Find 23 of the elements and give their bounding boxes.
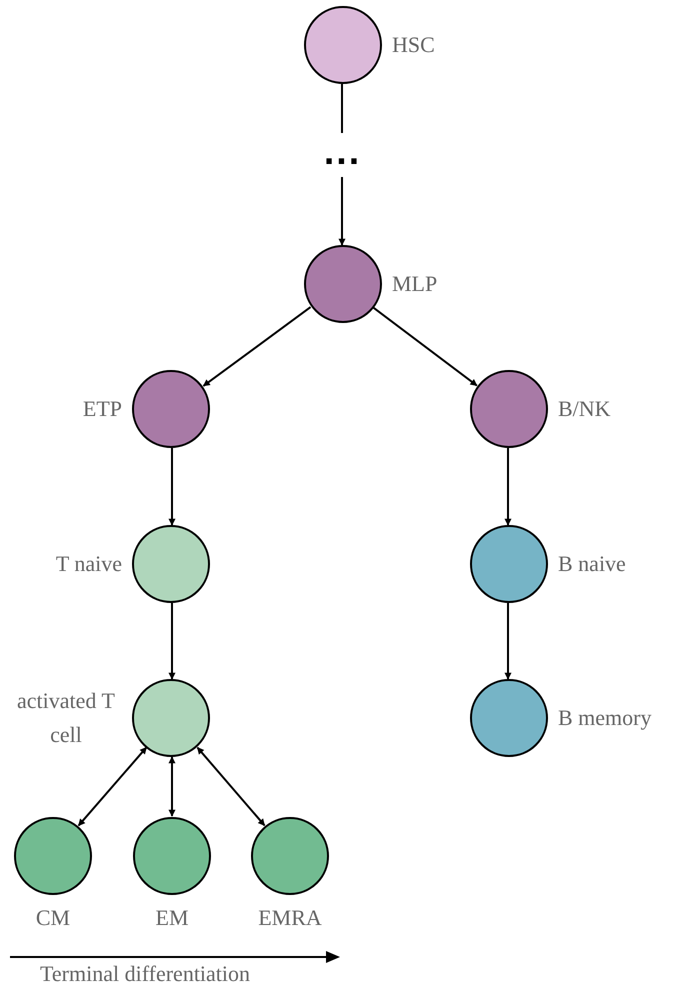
arrow	[338, 177, 346, 246]
cell-label: EMRA	[258, 904, 322, 932]
arrow	[78, 746, 148, 826]
arrow	[168, 448, 176, 526]
arrow	[202, 306, 312, 387]
cell-label: HSC	[392, 30, 435, 59]
cell-label: B naive	[558, 550, 626, 578]
cell-label: ETP	[82, 394, 122, 423]
cell-label: CM	[36, 904, 70, 932]
axis-caption: Terminal differentiation	[40, 961, 250, 987]
arrow	[168, 756, 176, 817]
cell-label: activated T cell	[16, 686, 116, 749]
arrow	[504, 448, 512, 526]
arrow	[196, 746, 266, 826]
cell-label: T naive	[56, 550, 122, 578]
arrow	[168, 603, 176, 680]
arrow	[504, 603, 512, 680]
arrow	[372, 306, 478, 386]
ellipsis: ...	[323, 136, 361, 174]
cell-label: EM	[156, 904, 188, 932]
cell-label: B/NK	[558, 394, 611, 423]
cell-label: MLP	[392, 270, 438, 298]
cell-label: B memory	[558, 704, 652, 732]
